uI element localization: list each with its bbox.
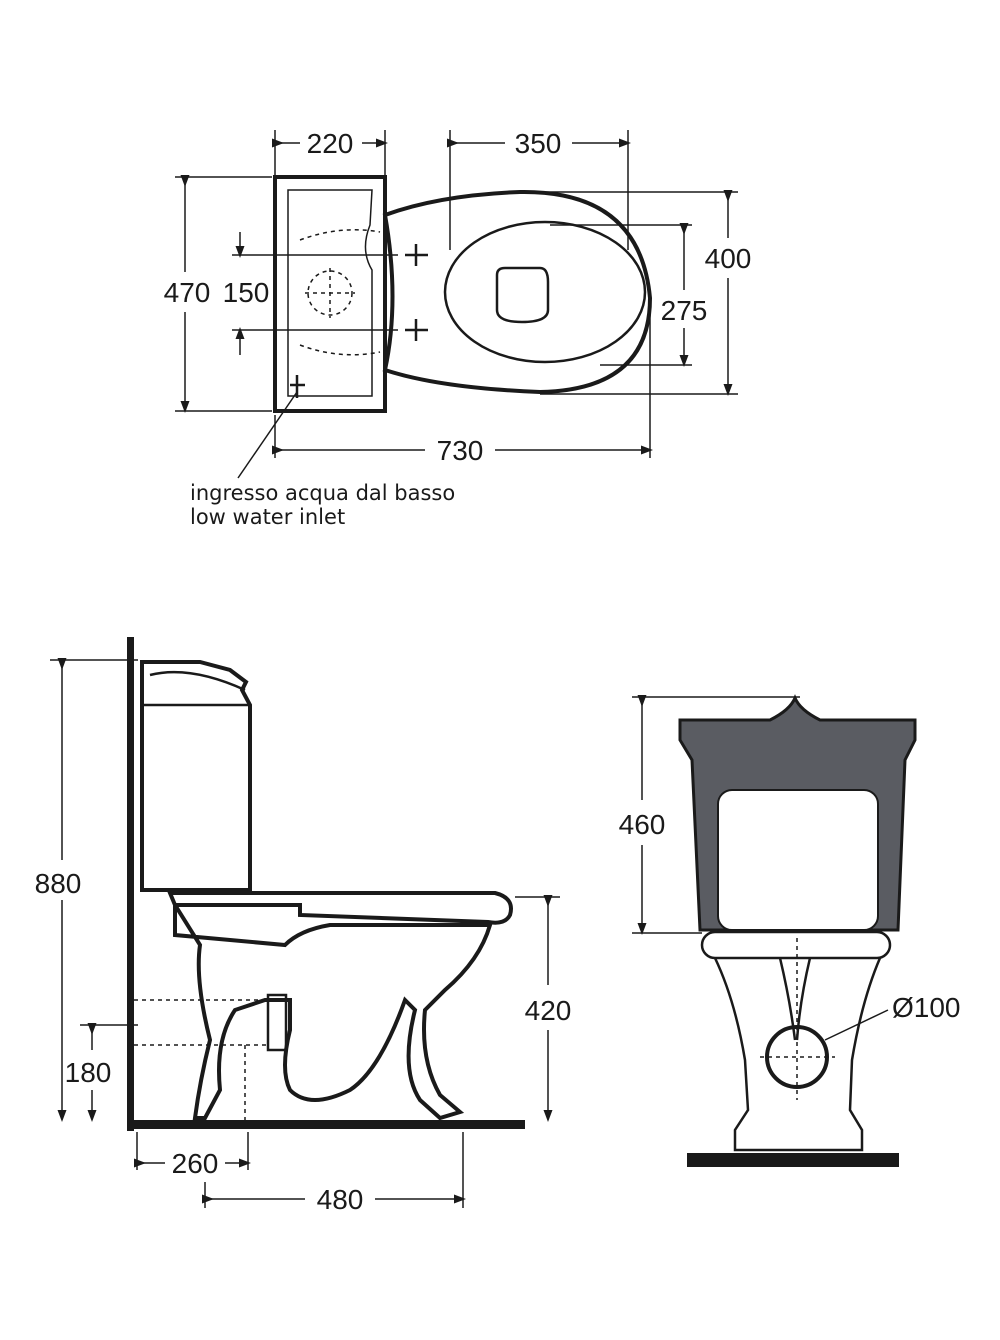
dim-bowl-width: 350 bbox=[515, 128, 562, 159]
dim-seat-depth: 275 bbox=[661, 295, 708, 326]
dim-total-height: 880 bbox=[35, 868, 82, 899]
pedestal-front bbox=[713, 957, 882, 1152]
fixing-cross-upper bbox=[405, 244, 428, 266]
dim-tank-width: 220 bbox=[307, 128, 354, 159]
dim-inlet-spacing: 150 bbox=[223, 277, 270, 308]
wall bbox=[127, 637, 134, 1131]
seat-front bbox=[700, 930, 892, 960]
floor-front bbox=[687, 1153, 899, 1167]
dim-outlet-diameter: Ø100 bbox=[892, 992, 961, 1023]
front-view: 460 Ø100 bbox=[619, 694, 961, 1167]
dim-outlet-distance: 260 bbox=[172, 1148, 219, 1179]
water-inlet-marker bbox=[290, 375, 305, 398]
dim-total-length: 730 bbox=[437, 435, 484, 466]
dim-outlet-height: 180 bbox=[65, 1057, 112, 1088]
outlet-pipe bbox=[266, 993, 288, 1052]
dim-tank-height: 460 bbox=[619, 809, 666, 840]
top-view: 220 350 400 275 730 470 bbox=[164, 128, 752, 529]
dim-tank-length: 470 bbox=[164, 277, 211, 308]
dim-bowl-projection: 480 bbox=[317, 1184, 364, 1215]
note-water-inlet-en: low water inlet bbox=[190, 505, 345, 529]
floor bbox=[127, 1120, 525, 1129]
tank-side bbox=[140, 660, 252, 892]
dim-seat-height: 420 bbox=[525, 995, 572, 1026]
fixing-cross-lower bbox=[405, 319, 428, 341]
tank-inner-outline bbox=[287, 189, 373, 397]
side-view: 880 180 420 260 480 bbox=[35, 637, 572, 1215]
tank-top-outline bbox=[273, 175, 387, 413]
flush-valve bbox=[307, 270, 353, 316]
tank-front-panel bbox=[717, 789, 879, 931]
bowl-water bbox=[495, 266, 550, 324]
dim-total-depth: 400 bbox=[705, 243, 752, 274]
note-water-inlet-it: ingresso acqua dal basso bbox=[190, 481, 455, 505]
seat-opening bbox=[443, 220, 647, 364]
bowl-top-outline bbox=[382, 189, 653, 395]
seat-side bbox=[167, 891, 513, 925]
bowl-side bbox=[173, 898, 493, 1121]
